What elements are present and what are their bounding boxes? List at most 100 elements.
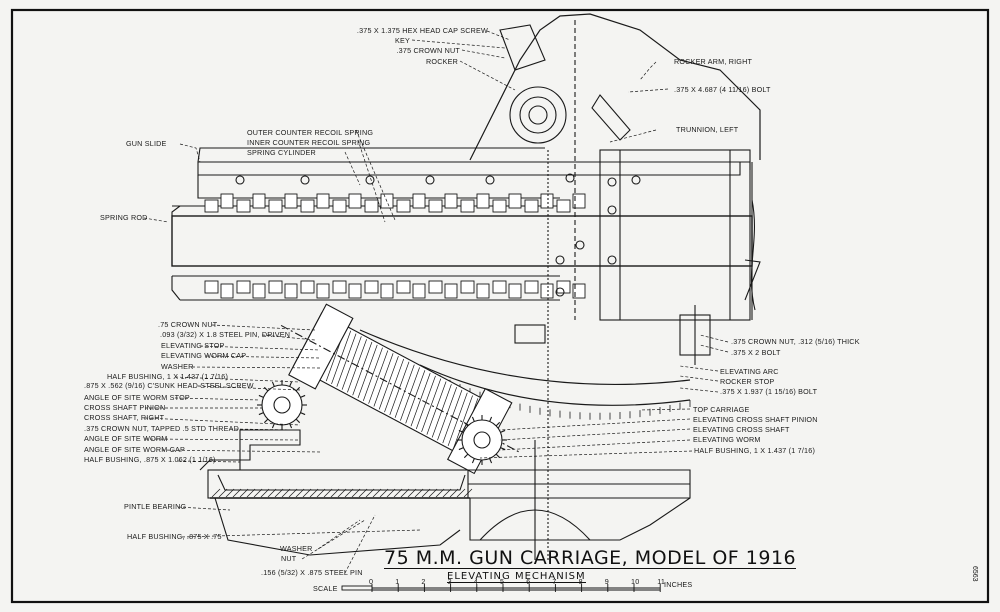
label-75-crown-nut: .75 CROWN NUT bbox=[158, 320, 218, 329]
leader-lines bbox=[143, 30, 729, 574]
label-bolt-375x2: .375 x 2 BOLT bbox=[731, 348, 781, 357]
scale-bar bbox=[341, 584, 661, 592]
label-spring-cylinder: SPRING CYLINDER bbox=[247, 148, 316, 157]
label-bolt-1937: .375 x 1.937 (1 15/16) BOLT bbox=[720, 387, 818, 396]
spring-coil-section bbox=[508, 283, 522, 299]
sheet-border bbox=[10, 8, 990, 604]
label-washer-bottom: WASHER bbox=[280, 544, 313, 553]
gear-tooth bbox=[471, 458, 475, 464]
spring-coil-section bbox=[204, 199, 219, 213]
label-spring-rod: SPRING ROD bbox=[100, 213, 148, 222]
spring-coil-section bbox=[252, 283, 266, 299]
label-bolt-4687: .375 x 4.687 (4 11/16) BOLT bbox=[674, 85, 771, 94]
scale-tick-label: 1 bbox=[395, 577, 400, 586]
spring-coil-section bbox=[220, 193, 234, 209]
gun-body bbox=[744, 199, 761, 311]
spring-coil-section bbox=[460, 280, 475, 294]
hatch-line bbox=[421, 378, 442, 432]
label-steel-pin-156x875: .156 (5/32) x .875 STEEL PIN bbox=[261, 568, 363, 577]
spring-coil-section bbox=[332, 280, 347, 294]
label-half-bushing-875x75: HALF BUSHING, .875 x .75 bbox=[127, 532, 222, 541]
trunnion-left bbox=[599, 149, 751, 321]
label-nut-bottom: NUT bbox=[281, 554, 297, 563]
rivet bbox=[631, 175, 641, 185]
spring-coil-section bbox=[444, 283, 458, 299]
scale-tick-label: 7 bbox=[552, 577, 557, 586]
rivet bbox=[235, 175, 245, 185]
gear-tooth bbox=[463, 421, 469, 427]
rivet bbox=[607, 205, 617, 215]
rivet bbox=[485, 175, 495, 185]
label-top-carriage: TOP CARRIAGE bbox=[693, 405, 750, 414]
label-steel-pin-driven: .093 (3/32) x 1.8 STEEL PIN, DRIVEN bbox=[160, 330, 291, 339]
hatch-line bbox=[453, 395, 473, 449]
hatch-line bbox=[456, 488, 466, 498]
spring-coil-section bbox=[492, 280, 507, 294]
gear-tooth bbox=[471, 416, 475, 422]
spring-coil-section bbox=[412, 283, 426, 299]
spring-coil-section bbox=[316, 283, 330, 299]
label-half-bushing-1x1437: HALF BUSHING, 1 x 1.437 (1 7/16) bbox=[107, 372, 229, 381]
spring-coil-section bbox=[476, 193, 490, 209]
scale-tick-label: 5 bbox=[500, 577, 505, 586]
spring-coil-section bbox=[204, 280, 219, 294]
spring-coil-section bbox=[332, 199, 347, 213]
spring-coil-section bbox=[396, 199, 411, 213]
spring-coil-section bbox=[460, 199, 475, 213]
label-csunk-head-steel-screw: .875 x .562 (9/16) C'SUNK HEAD STEEL SCR… bbox=[84, 381, 254, 390]
spring-coil-section bbox=[268, 199, 283, 213]
label-elevating-worm: ELEVATING WORM bbox=[693, 435, 761, 444]
elevating-cross-shaft-pinion bbox=[457, 415, 507, 465]
spring-coil-section bbox=[236, 280, 251, 294]
gear-tooth bbox=[500, 429, 506, 433]
label-rocker-stop: ROCKER STOP bbox=[720, 377, 775, 386]
label-elevating-worm-cap: ELEVATING WORM CAP bbox=[161, 351, 247, 360]
hatch-line bbox=[410, 372, 431, 427]
label-rocker: ROCKER bbox=[426, 57, 458, 66]
hatch-line bbox=[463, 488, 473, 498]
spring-coil-section bbox=[444, 193, 458, 209]
gear-tooth bbox=[258, 412, 264, 416]
label-angle-of-site-worm-cap: ANGLE OF SITE WORM CAP bbox=[84, 445, 186, 454]
hatch-line bbox=[336, 333, 357, 387]
scale-unit: INCHES bbox=[664, 580, 693, 589]
spring-coil-section bbox=[396, 280, 411, 294]
label-hex-head-cap-screw: .375 x 1.375 HEX HEAD CAP SCREW bbox=[356, 26, 488, 35]
spring-coil-section bbox=[572, 283, 586, 299]
spring-coil-section bbox=[284, 283, 298, 299]
gear-tooth bbox=[271, 423, 275, 429]
spring-coil-section bbox=[348, 193, 362, 209]
hatch-line bbox=[378, 356, 399, 410]
spring-coil-section bbox=[524, 199, 539, 213]
gear-tooth bbox=[300, 412, 306, 416]
label-gun-slide: GUN SLIDE bbox=[126, 139, 167, 148]
outer-counter-recoil-spring bbox=[204, 193, 586, 299]
scale-tick-label: 0 bbox=[369, 577, 374, 586]
gear-tooth bbox=[495, 453, 501, 459]
rivet bbox=[607, 177, 617, 187]
label-half-bushing-875x1062: HALF BUSHING, .875 x 1.062 (1 1/16) bbox=[84, 455, 216, 464]
rivet bbox=[555, 255, 565, 265]
label-angle-of-site-worm: ANGLE OF SITE WORM bbox=[84, 434, 168, 443]
hatch-line bbox=[211, 488, 221, 498]
spring-coil-section bbox=[380, 283, 394, 299]
gear-tooth bbox=[300, 394, 306, 398]
drawing-subtitle: ELEVATING MECHANISM bbox=[447, 571, 586, 583]
scale-tick-label: 9 bbox=[604, 577, 609, 586]
gear-tooth bbox=[289, 381, 293, 387]
gear-tooth bbox=[458, 429, 464, 433]
pintle-bearing bbox=[217, 474, 466, 491]
scale-tick-label: 3 bbox=[447, 577, 452, 586]
label-elevating-cross-shaft-pinion: ELEVATING CROSS SHAFT PINION bbox=[693, 415, 818, 424]
gear-tooth bbox=[263, 418, 269, 424]
label-washer-left: WASHER bbox=[161, 362, 194, 371]
label-elevating-arc: ELEVATING ARC bbox=[720, 367, 779, 376]
label-crown-nut-tapped: .375 CROWN NUT, TAPPED .5 STD THREAD bbox=[84, 424, 239, 433]
label-inner-counter-recoil-spring: INNER COUNTER RECOIL SPRING bbox=[247, 138, 371, 147]
spring-coil-section bbox=[364, 199, 379, 213]
gear-tooth bbox=[489, 458, 493, 464]
gear-tooth bbox=[495, 421, 501, 427]
rivet bbox=[575, 240, 585, 250]
spring-coil-section bbox=[236, 199, 251, 213]
